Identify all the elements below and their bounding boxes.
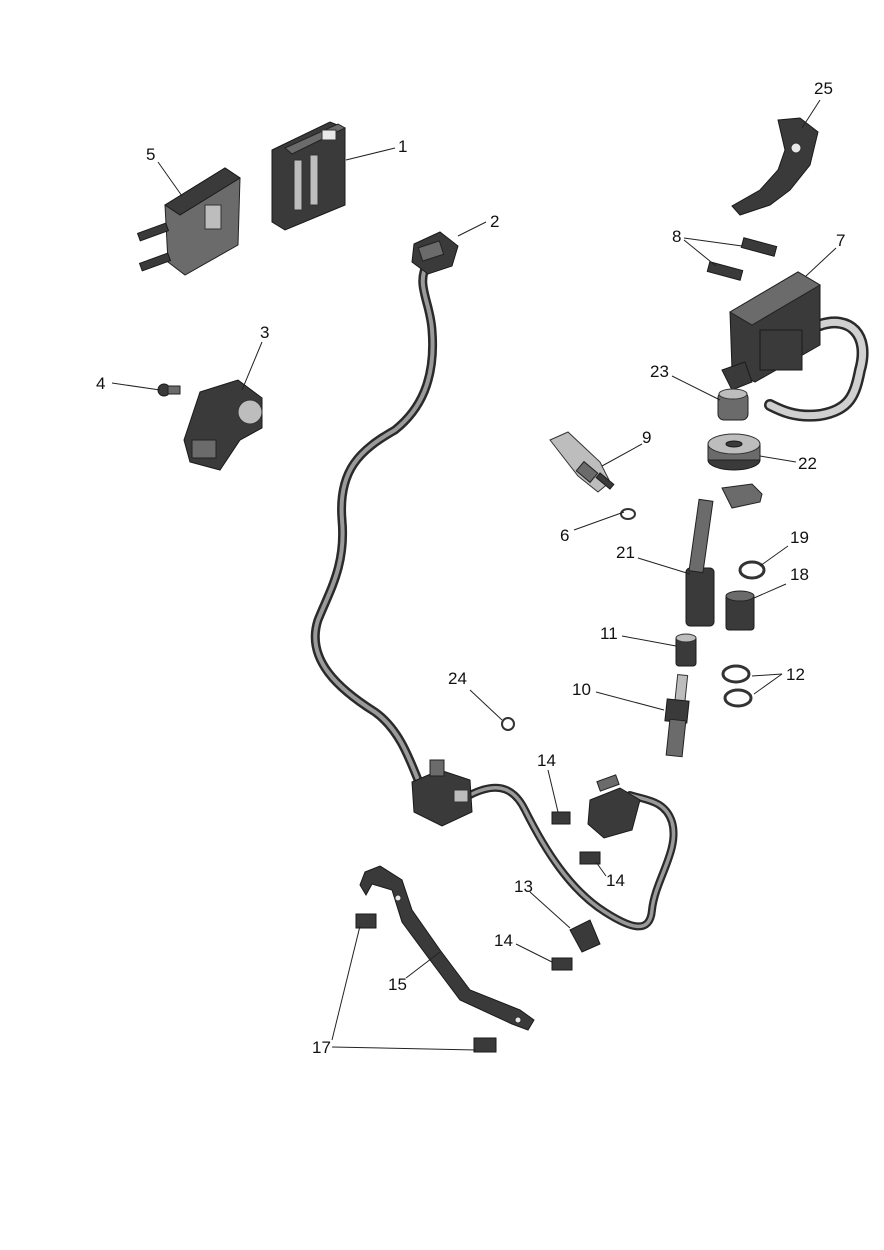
spark-plug <box>664 674 690 758</box>
callout-9: 9 <box>642 428 651 447</box>
callout-14-b: 14 <box>606 871 625 890</box>
callout-5: 5 <box>146 145 155 164</box>
callout-22: 22 <box>798 454 817 473</box>
callout-4: 4 <box>96 374 105 393</box>
callout-1: 1 <box>398 137 407 156</box>
callout-2: 2 <box>490 212 499 231</box>
bolt-14-a <box>551 811 571 825</box>
washer-12-top <box>721 664 751 684</box>
temperature-sensor <box>549 431 615 493</box>
callout-3: 3 <box>260 323 269 342</box>
bolt-17-bottom <box>473 1037 497 1053</box>
callout-6: 6 <box>560 526 569 545</box>
callout-10: 10 <box>572 680 591 699</box>
o-ring-6 <box>620 508 636 520</box>
callout-14-c: 14 <box>494 931 513 950</box>
o-ring-24 <box>501 717 515 731</box>
ecu-module <box>271 121 347 231</box>
callout-21: 21 <box>616 543 635 562</box>
grommet <box>707 433 761 471</box>
bolt-14-b <box>579 851 601 865</box>
clip-13 <box>569 919 601 953</box>
callout-25: 25 <box>814 79 833 98</box>
support-strap <box>359 865 535 1031</box>
callout-23: 23 <box>650 362 669 381</box>
regulator-module <box>136 167 241 276</box>
callout-18: 18 <box>790 565 809 584</box>
plug-cap-tube <box>685 483 763 627</box>
bolt-8-top <box>740 237 778 257</box>
harness-connector <box>411 231 459 275</box>
callout-8: 8 <box>672 227 681 246</box>
callout-14-a: 14 <box>537 751 556 770</box>
washer-12-bottom <box>723 688 753 708</box>
callout-12: 12 <box>786 665 805 684</box>
washer-19 <box>738 560 766 580</box>
coil-boot <box>717 388 749 421</box>
leader-lines <box>111 99 837 1051</box>
bolt-8-bottom <box>706 261 744 281</box>
ignition-coil <box>721 271 869 422</box>
sensor-bracket-assembly <box>183 379 263 471</box>
callout-15: 15 <box>388 975 407 994</box>
wiring-harness <box>310 257 678 931</box>
harness-junction-block <box>411 759 473 827</box>
sleeve-18 <box>725 590 755 631</box>
bolt-4 <box>157 383 181 397</box>
callout-11: 11 <box>600 624 618 643</box>
callout-17: 17 <box>312 1038 331 1057</box>
callout-7: 7 <box>836 231 845 250</box>
callout-24: 24 <box>448 669 467 688</box>
callout-19: 19 <box>790 528 809 547</box>
relay-module <box>587 774 641 839</box>
callout-13: 13 <box>514 877 533 896</box>
mounting-bracket <box>731 117 819 216</box>
adaptor-11 <box>675 633 697 667</box>
bolt-14-c <box>551 957 573 971</box>
bolt-17-top <box>355 913 377 929</box>
